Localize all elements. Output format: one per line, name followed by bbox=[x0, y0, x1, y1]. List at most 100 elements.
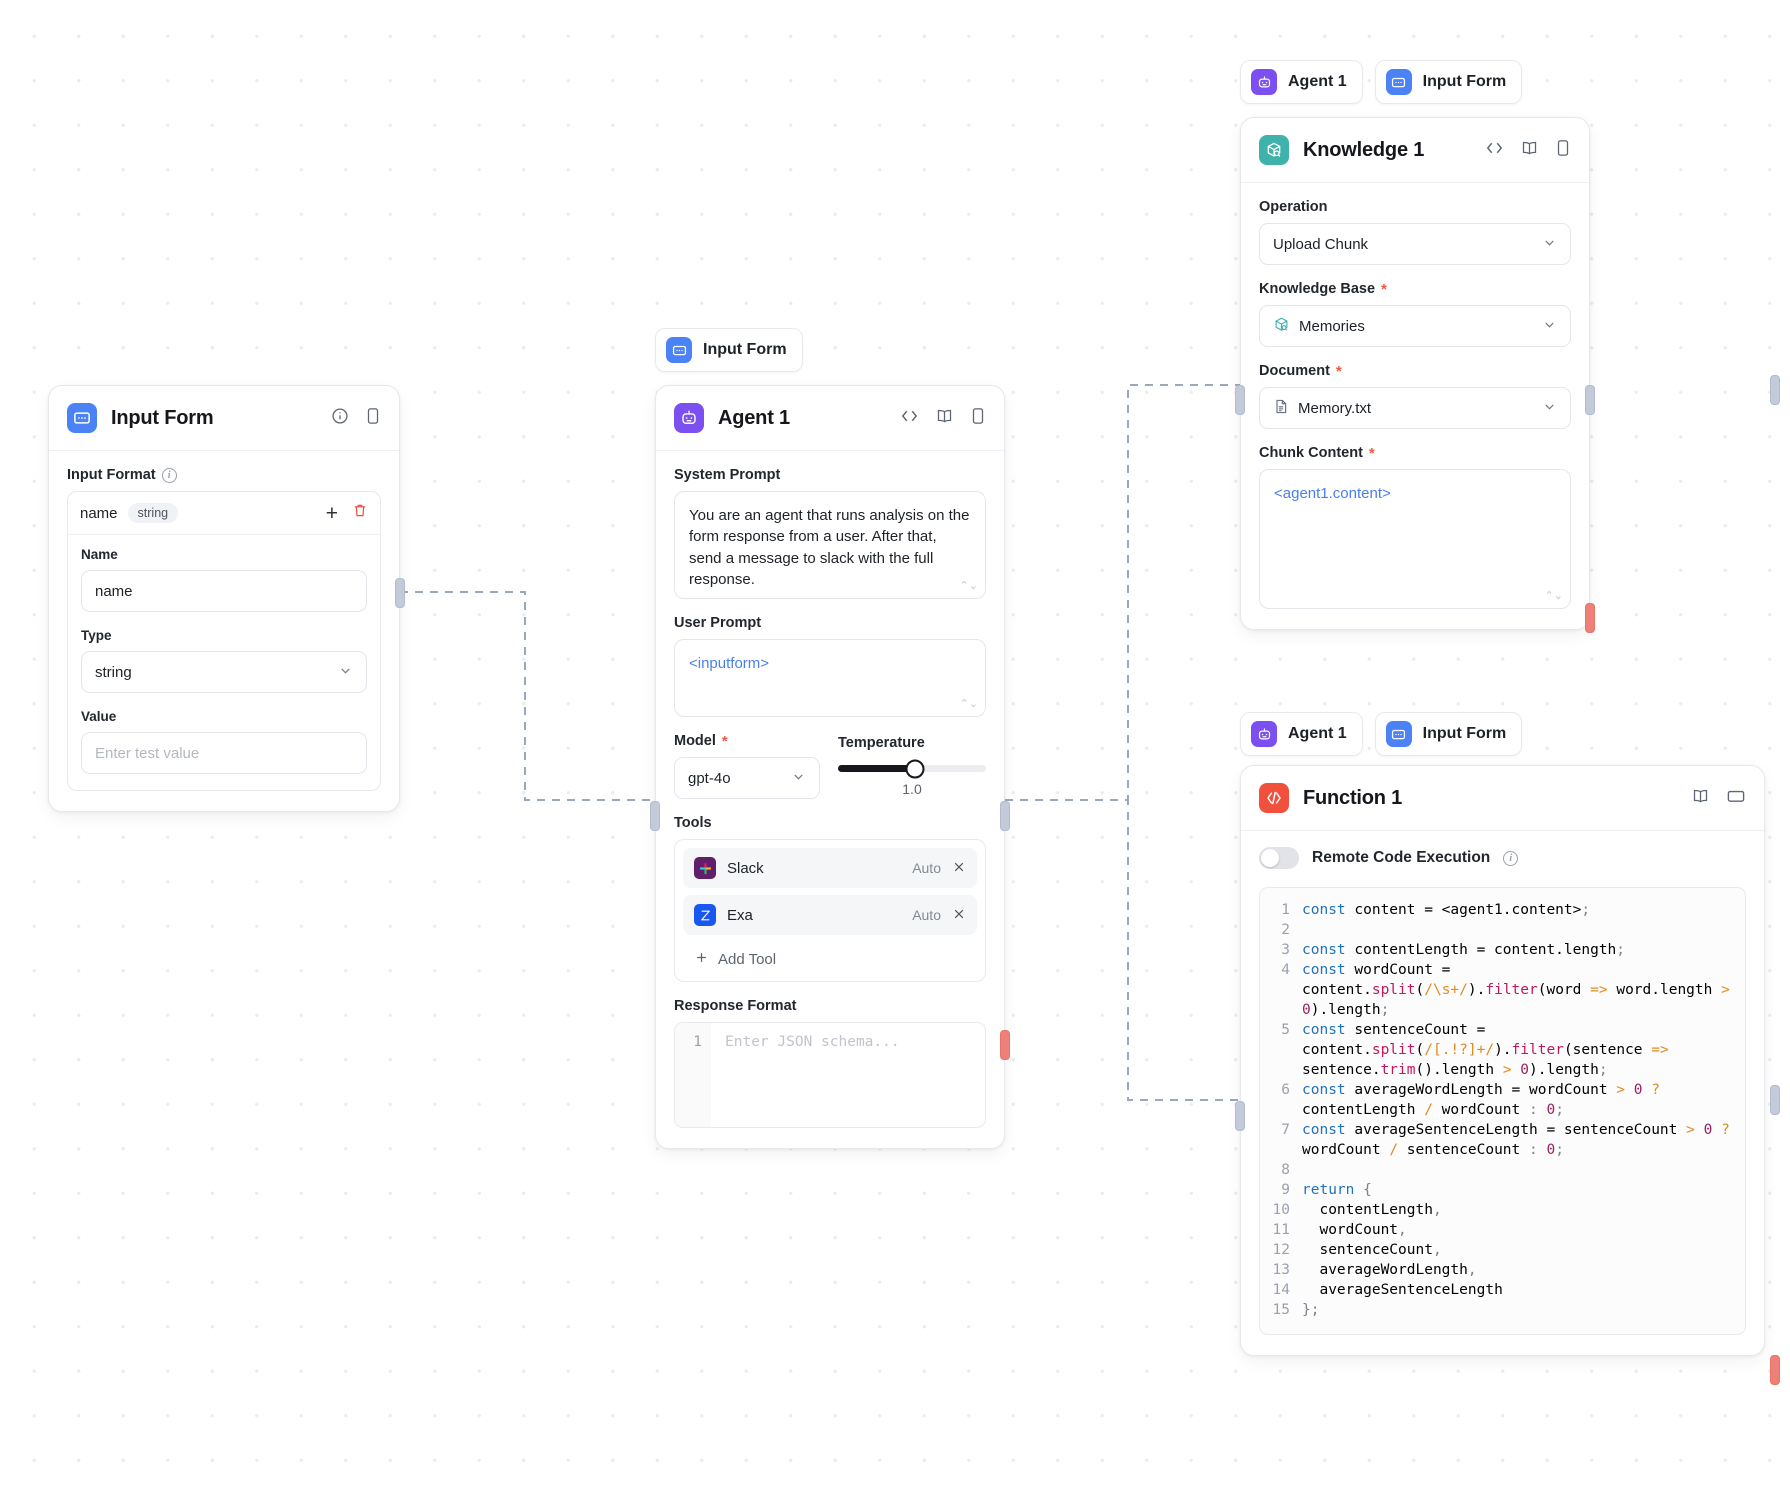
chip-label: Input Form bbox=[703, 341, 787, 358]
knowledge-base-select[interactable]: Memories bbox=[1259, 305, 1571, 347]
delete-field-button[interactable] bbox=[352, 502, 368, 524]
remove-tool-icon[interactable] bbox=[952, 860, 966, 877]
output-handle-input-form[interactable] bbox=[395, 578, 405, 608]
chevron-down-icon bbox=[1542, 317, 1557, 336]
temperature-slider[interactable] bbox=[838, 759, 986, 778]
mobile-preview-icon[interactable] bbox=[1555, 139, 1571, 162]
format-fields: Name name Type string bbox=[68, 535, 380, 790]
book-icon[interactable] bbox=[1691, 787, 1710, 810]
format-type-chip: string bbox=[127, 503, 179, 523]
operation-label: Operation bbox=[1259, 199, 1328, 215]
error-handle-knowledge[interactable] bbox=[1585, 603, 1595, 633]
mobile-preview-icon[interactable] bbox=[365, 407, 381, 430]
chip-agent-1[interactable]: Agent 1 bbox=[1240, 712, 1363, 756]
name-input[interactable]: name bbox=[81, 570, 367, 612]
model-field: Model* gpt-4o bbox=[674, 733, 820, 799]
remove-tool-icon[interactable] bbox=[952, 907, 966, 924]
response-format-label: Response Format bbox=[674, 998, 797, 1014]
agent-title: Agent 1 bbox=[718, 406, 790, 429]
code-icon[interactable] bbox=[900, 408, 919, 429]
slack-icon bbox=[694, 857, 716, 879]
function-header: Function 1 bbox=[1241, 766, 1764, 831]
format-field-name: name bbox=[80, 504, 118, 522]
tool-name: Exa bbox=[727, 906, 753, 924]
knowledge-base-field: Knowledge Base* Memories bbox=[1259, 281, 1571, 347]
type-select[interactable]: string bbox=[81, 651, 367, 693]
code-line: 15}; bbox=[1272, 1302, 1320, 1318]
document-label: Document* bbox=[1259, 362, 1342, 380]
response-format-editor[interactable]: 1 Enter JSON schema... bbox=[674, 1022, 986, 1128]
user-prompt-field: User Prompt <inputform> ⌃⌄ bbox=[674, 615, 986, 717]
add-tool-button[interactable]: Add Tool bbox=[683, 942, 977, 973]
node-agent[interactable]: Agent 1 System Prompt You are a bbox=[650, 385, 1010, 1149]
document-select[interactable]: Memory.txt bbox=[1259, 387, 1571, 429]
name-label: Name bbox=[81, 547, 118, 562]
tool-row-slack[interactable]: Slack Auto bbox=[683, 848, 977, 888]
tool-row-exa[interactable]: Exa Auto bbox=[683, 895, 977, 935]
input-handle-agent[interactable] bbox=[650, 801, 660, 831]
knowledge-box-search-icon bbox=[1259, 135, 1289, 165]
output-handle-agent[interactable] bbox=[1000, 801, 1010, 831]
input-form-icon bbox=[1385, 721, 1412, 747]
output-handle-knowledge[interactable] bbox=[1585, 385, 1595, 415]
chip-agent-1[interactable]: Agent 1 bbox=[1240, 60, 1363, 104]
edge-handle-right-bottom[interactable] bbox=[1770, 1085, 1780, 1115]
operation-select[interactable]: Upload Chunk bbox=[1259, 223, 1571, 265]
system-prompt-textarea[interactable]: You are an agent that runs analysis on t… bbox=[674, 491, 986, 599]
input-form-icon bbox=[1385, 69, 1412, 95]
chunk-content-textarea[interactable]: <agent1.content> ⌃⌄ bbox=[1259, 469, 1571, 609]
remote-code-execution-row: Remote Code Execution i bbox=[1259, 847, 1746, 869]
operation-value: Upload Chunk bbox=[1273, 235, 1369, 253]
value-input[interactable]: Enter test value bbox=[81, 732, 367, 774]
add-field-button[interactable]: + bbox=[325, 501, 338, 525]
user-prompt-textarea[interactable]: <inputform> ⌃⌄ bbox=[674, 639, 986, 717]
code-line: 10 contentLength, bbox=[1272, 1202, 1442, 1218]
node-function[interactable]: Function 1 Remote Code Exe bbox=[1235, 765, 1765, 1356]
format-row[interactable]: name string + bbox=[68, 492, 380, 535]
chip-input-form[interactable]: Input Form bbox=[1374, 60, 1523, 104]
system-prompt-label: System Prompt bbox=[674, 467, 781, 483]
mobile-preview-icon[interactable] bbox=[970, 407, 986, 430]
book-icon[interactable] bbox=[935, 407, 954, 430]
resize-handle-icon[interactable]: ⌃⌄ bbox=[959, 698, 978, 710]
tools-field: Tools Slack Auto bbox=[674, 815, 986, 982]
tool-mode[interactable]: Auto bbox=[912, 860, 941, 876]
chip-label: Agent 1 bbox=[1288, 725, 1347, 742]
input-form-body: Input Format i name string + bbox=[49, 451, 399, 811]
type-label: Type bbox=[81, 628, 112, 643]
edge-handle-right-error[interactable] bbox=[1770, 1355, 1780, 1385]
remote-code-execution-toggle[interactable] bbox=[1259, 847, 1299, 869]
model-label: Model* bbox=[674, 732, 728, 750]
chunk-content-token: <agent1.content> bbox=[1274, 485, 1391, 502]
input-handle-knowledge[interactable] bbox=[1235, 385, 1245, 415]
exa-icon bbox=[694, 904, 716, 926]
node-input-form[interactable]: Input Form Input Format i bbox=[48, 385, 405, 812]
info-icon[interactable] bbox=[331, 407, 349, 430]
edge-handle-right-top[interactable] bbox=[1770, 375, 1780, 405]
model-select[interactable]: gpt-4o bbox=[674, 757, 820, 799]
slider-knob[interactable] bbox=[905, 759, 925, 778]
node-knowledge[interactable]: Knowledge 1 Operation Upload Ch bbox=[1235, 117, 1595, 633]
remote-code-execution-info-icon[interactable]: i bbox=[1503, 850, 1519, 866]
file-icon bbox=[1273, 398, 1289, 419]
knowledge-body: Operation Upload Chunk Knowledge Base* bbox=[1241, 183, 1589, 629]
chevron-down-icon bbox=[338, 663, 353, 682]
error-handle-agent[interactable] bbox=[1000, 1030, 1010, 1060]
resize-handle-icon[interactable]: ⌃⌄ bbox=[959, 580, 978, 592]
book-icon[interactable] bbox=[1520, 139, 1539, 162]
chip-input-form[interactable]: Input Form bbox=[655, 328, 803, 372]
code-icon[interactable] bbox=[1485, 140, 1504, 161]
tool-mode[interactable]: Auto bbox=[912, 907, 941, 923]
input-format-info-icon[interactable]: i bbox=[161, 467, 177, 483]
expand-window-icon[interactable] bbox=[1726, 788, 1746, 809]
chip-input-form[interactable]: Input Form bbox=[1374, 712, 1523, 756]
resize-handle-icon[interactable]: ⌃⌄ bbox=[1544, 590, 1563, 602]
input-handle-function[interactable] bbox=[1235, 1101, 1245, 1131]
